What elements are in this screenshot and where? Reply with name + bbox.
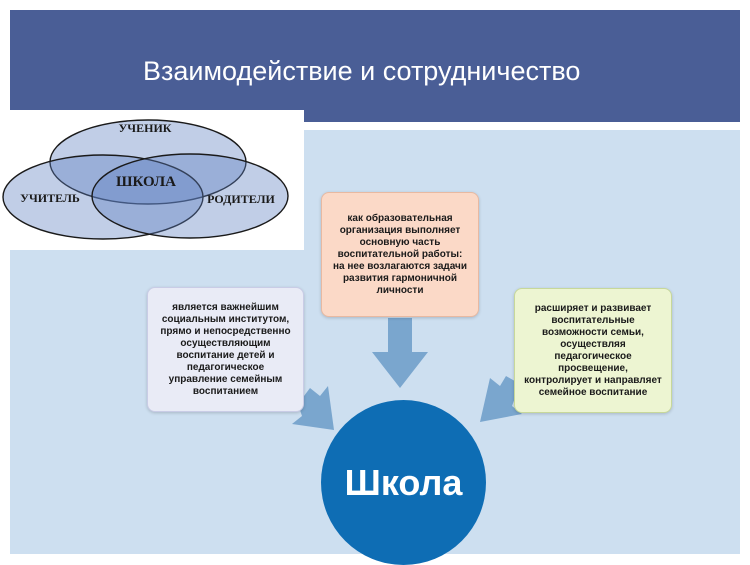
arrow-right-to-center — [480, 376, 522, 422]
box-family-support-text: расширяет и развивает воспитательные воз… — [524, 302, 662, 398]
header-bar — [10, 10, 740, 122]
page-title: Взаимодействие и сотрудничество — [143, 56, 581, 86]
venn-label-school: ШКОЛА — [116, 174, 176, 190]
box-family-support: расширяет и развивает воспитательные воз… — [514, 288, 672, 413]
arrow-left-to-center — [292, 386, 334, 430]
box-social-institute-text: является важнейшим социальным институтом… — [160, 301, 291, 397]
venn-label-parents: РОДИТЕЛИ — [207, 192, 275, 206]
venn-ellipse-parents — [91, 153, 289, 239]
box-educational-organization: как образовательная организация выполняе… — [321, 192, 479, 317]
venn-label-student: УЧЕНИК — [119, 121, 172, 135]
venn-svg: УЧЕНИК УЧИТЕЛЬ РОДИТЕЛИ ШКОЛА — [2, 119, 289, 240]
venn-label-teacher: УЧИТЕЛЬ — [20, 191, 80, 205]
school-circle: Школа — [321, 400, 486, 565]
box-educational-organization-text: как образовательная организация выполняе… — [332, 212, 468, 296]
arrow-down — [372, 318, 428, 388]
venn-ellipse-teacher — [2, 154, 204, 240]
box-social-institute: является важнейшим социальным институтом… — [147, 287, 304, 412]
school-circle-label: Школа — [344, 461, 463, 503]
venn-diagram: УЧЕНИК УЧИТЕЛЬ РОДИТЕЛИ ШКОЛА — [0, 110, 304, 250]
